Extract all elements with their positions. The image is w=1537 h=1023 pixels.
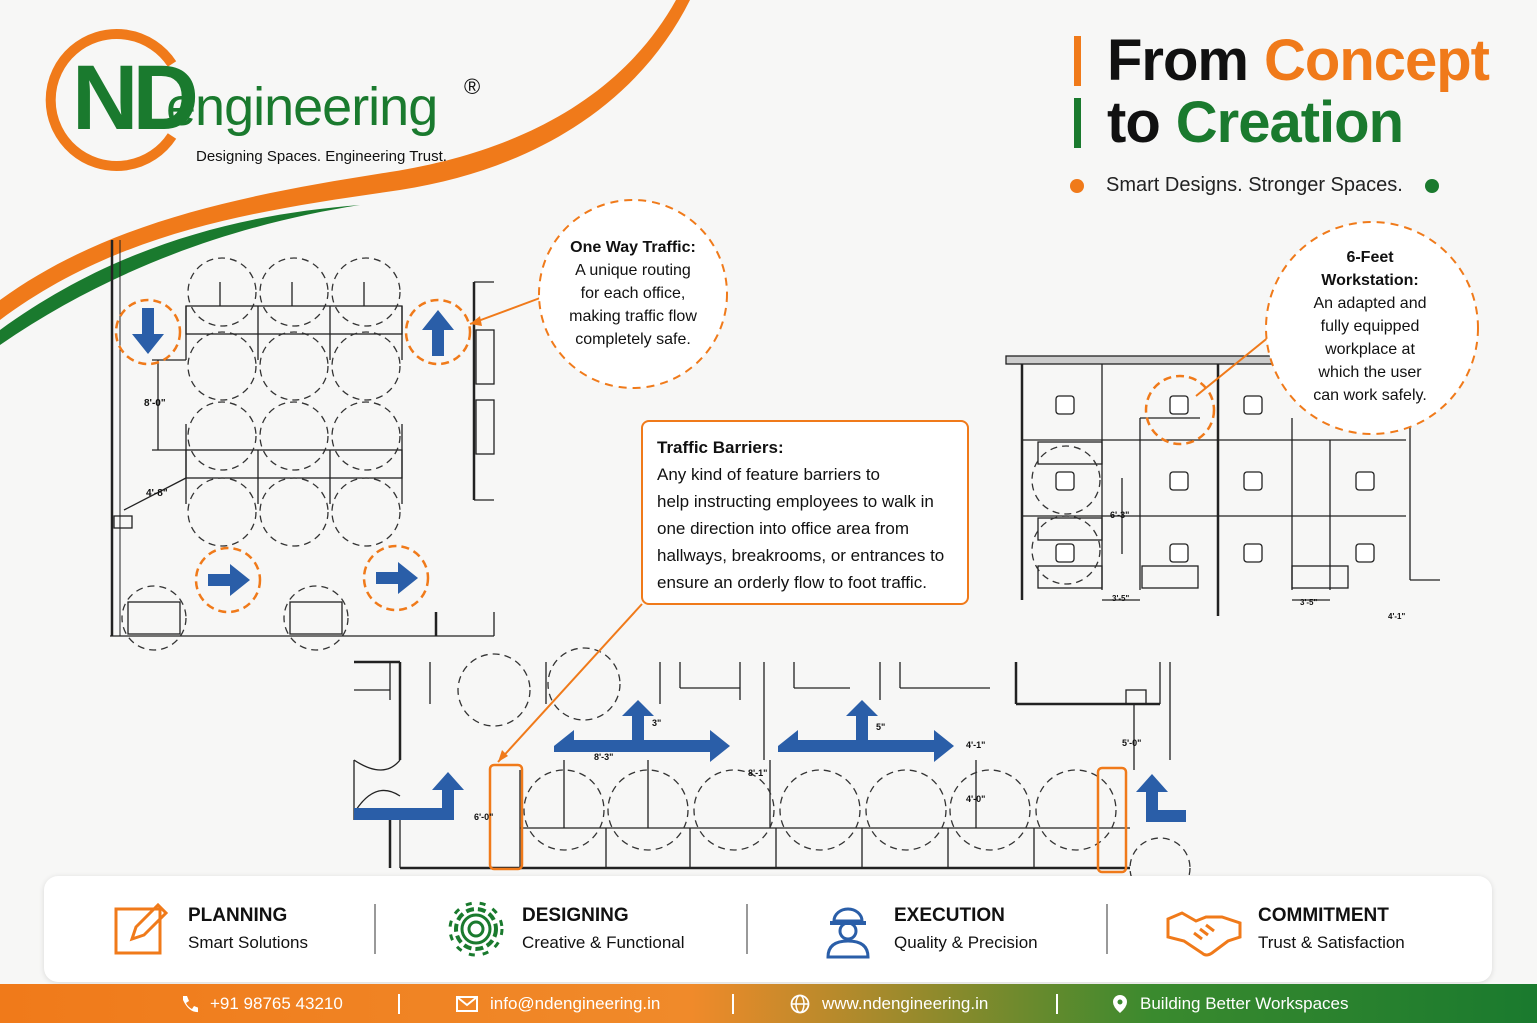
callout-title: One Way Traffic: xyxy=(570,239,696,256)
callout-line: An adapted and xyxy=(1313,295,1427,312)
feature-commitment: COMMITMENT Trust & Satisfaction xyxy=(1164,876,1405,982)
footer-email-text: info@ndengineering.in xyxy=(490,993,661,1013)
mail-icon xyxy=(456,995,478,1012)
callout-line: which the user xyxy=(1318,364,1422,381)
callout-line: ensure an orderly flow to foot traffic. xyxy=(657,573,927,592)
dim-label: 5'-0" xyxy=(1122,738,1142,748)
headline-subline: Smart Designs. Stronger Spaces. xyxy=(1070,174,1439,197)
feature-subtitle: Creative & Functional xyxy=(522,933,685,952)
orange-dot-icon xyxy=(1070,178,1084,193)
footer-website[interactable]: www.ndengineering.in xyxy=(790,984,988,1023)
globe-icon xyxy=(790,994,810,1013)
headline-accent: Concept xyxy=(1264,28,1490,93)
engineer-icon xyxy=(826,907,870,959)
logo-nd: ND xyxy=(72,47,199,149)
dim-label: 6'-3" xyxy=(1110,510,1130,520)
callout-line: hallways, breakrooms, or entrances to xyxy=(657,546,945,565)
feature-title: DESIGNING xyxy=(522,905,629,926)
phone-icon xyxy=(183,995,198,1012)
dim-label: 3'-5" xyxy=(1300,598,1318,607)
callout-title: Workstation: xyxy=(1321,272,1419,289)
logo-engineering: engineering xyxy=(166,77,438,137)
dim-label: 4'-8" xyxy=(146,488,168,499)
footer-website-text: www.ndengineering.in xyxy=(822,993,989,1013)
dim-label: 4'-1" xyxy=(966,740,986,750)
callout-title: Traffic Barriers: xyxy=(657,438,784,457)
footer-divider xyxy=(732,994,734,1014)
footer-bar: +91 98765 43210 info@ndengineering.in ww… xyxy=(0,984,1537,1023)
headline-bar xyxy=(1074,98,1081,148)
features-panel: PLANNING Smart Solutions DESIGNING Creat… xyxy=(44,876,1492,982)
one-way-callout: One Way Traffic: A unique routing for ea… xyxy=(545,236,721,351)
footer-divider xyxy=(398,994,400,1014)
footer-divider xyxy=(1056,994,1058,1014)
feature-divider xyxy=(1106,904,1108,954)
dim-label: 3" xyxy=(652,718,662,728)
gear-icon xyxy=(448,901,504,957)
one-way-callout-circle xyxy=(538,199,728,389)
workstation-callout-circle xyxy=(1265,221,1479,435)
dim-label: 3'-5" xyxy=(1112,594,1130,603)
headline: From Concept to Creation xyxy=(1074,30,1514,154)
feature-divider xyxy=(374,904,376,954)
footer-phone[interactable]: +91 98765 43210 xyxy=(180,984,343,1023)
feature-divider xyxy=(746,904,748,954)
brand-logo: ND engineering ® Designing Spaces. Engin… xyxy=(44,24,504,174)
headline-word: to xyxy=(1107,90,1161,155)
footer-email[interactable]: info@ndengineering.in xyxy=(456,984,660,1023)
traffic-barriers-callout: Traffic Barriers: Any kind of feature ba… xyxy=(641,420,969,605)
headline-bar xyxy=(1074,36,1081,86)
feature-title: EXECUTION xyxy=(894,905,1005,926)
callout-line: can work safely. xyxy=(1313,387,1427,404)
callout-line: fully equipped xyxy=(1320,318,1420,335)
feature-subtitle: Quality & Precision xyxy=(894,933,1038,952)
footer-slogan: Building Better Workspaces xyxy=(1112,984,1349,1023)
dim-label: 8'-3" xyxy=(594,752,614,762)
callout-line: A unique routing xyxy=(575,262,691,279)
logo-registered-mark: ® xyxy=(464,74,481,99)
subline-text: Smart Designs. Stronger Spaces. xyxy=(1106,174,1403,196)
callout-line: completely safe. xyxy=(575,331,691,348)
footer-slogan-text: Building Better Workspaces xyxy=(1140,993,1349,1013)
feature-execution: EXECUTION Quality & Precision xyxy=(816,876,1038,982)
feature-title: COMMITMENT xyxy=(1258,905,1389,926)
workstation-callout: 6-Feet Workstation: An adapted and fully… xyxy=(1282,246,1458,407)
brand-tagline: Designing Spaces. Engineering Trust. xyxy=(196,148,447,165)
dim-label: 8'-0" xyxy=(144,398,166,409)
callout-line: workplace at xyxy=(1325,341,1415,358)
handshake-icon xyxy=(1166,911,1242,957)
location-pin-icon xyxy=(1113,994,1127,1013)
feature-subtitle: Trust & Satisfaction xyxy=(1258,933,1405,952)
callout-line: Any kind of feature barriers to xyxy=(657,465,881,484)
dim-label: 6'-0" xyxy=(474,812,494,822)
dim-label: 4'-1" xyxy=(1388,612,1406,621)
feature-subtitle: Smart Solutions xyxy=(188,933,308,952)
callout-line: one direction into office area from xyxy=(657,519,909,538)
headline-accent: Creation xyxy=(1175,90,1404,155)
feature-title: PLANNING xyxy=(188,905,288,926)
callout-line: help instructing employees to walk in xyxy=(657,492,934,511)
dim-label: 5" xyxy=(876,722,886,732)
pencil-note-icon xyxy=(114,902,169,955)
feature-planning: PLANNING Smart Solutions xyxy=(110,876,308,982)
dim-label: 8'-1" xyxy=(748,768,768,778)
dim-label: 4'-0" xyxy=(966,794,986,804)
green-dot-icon xyxy=(1424,178,1439,193)
callout-title: 6-Feet xyxy=(1346,249,1394,266)
callout-line: making traffic flow xyxy=(569,308,697,325)
headline-word: From xyxy=(1107,28,1249,93)
callout-line: for each office, xyxy=(580,285,686,302)
feature-designing: DESIGNING Creative & Functional xyxy=(444,876,685,982)
logo-ring-icon xyxy=(45,29,177,171)
footer-phone-text: +91 98765 43210 xyxy=(210,993,343,1013)
